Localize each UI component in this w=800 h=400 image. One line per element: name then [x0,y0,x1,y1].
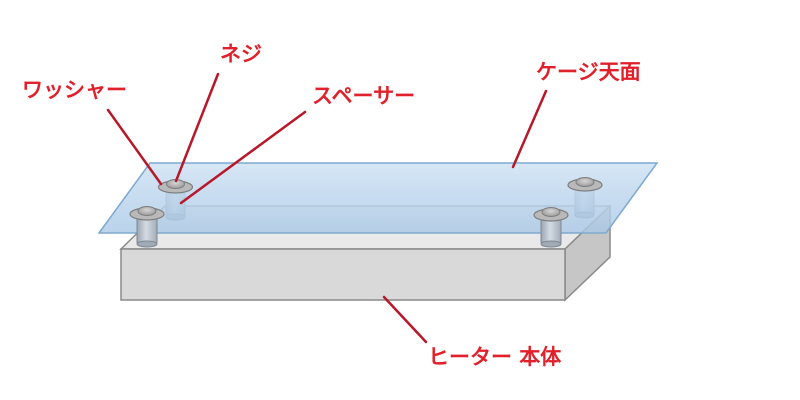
cage-top-panel [97,162,659,234]
leader-line-spacer [179,110,307,205]
leader-line-cage-top [511,89,548,169]
screw-washer-rear-right [567,177,603,192]
washer-label: ワッシャー [22,78,127,102]
spacer-label: スペーサー [312,84,416,108]
screw-label: ネジ [220,42,262,66]
cage-top-label: ケージ天面 [536,60,641,84]
spacer-front-left [136,215,158,248]
leader-line-heater [382,295,428,344]
heater-front-face [120,248,566,301]
screw-washer-front-right [533,207,569,222]
leader-line-screw [174,72,220,183]
leader-line-washer [106,108,163,186]
screw-washer-front-left [129,206,165,221]
heater-body-label: ヒーター 本体 [428,345,562,369]
